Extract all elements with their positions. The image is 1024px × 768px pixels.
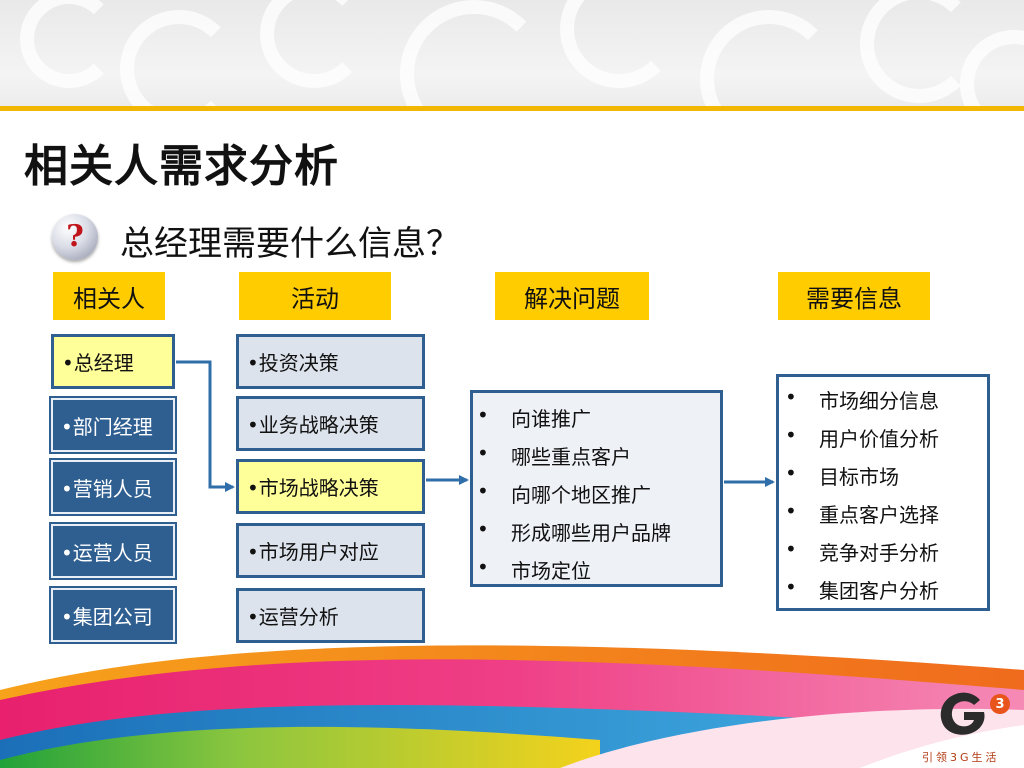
- activity-market-users: •市场用户对应: [236, 523, 425, 578]
- stakeholder-general-manager: •总经理: [51, 334, 175, 389]
- activity-operation-analysis: •运营分析: [236, 588, 425, 643]
- problems-box: •向谁推广 •哪些重点客户 •向哪个地区推广 •形成哪些用户品牌 •市场定位: [470, 390, 723, 587]
- divider: [0, 106, 1024, 111]
- logo-slogan: 引领3G生活: [922, 751, 1000, 764]
- arrow-stakeholder-to-activity: [176, 360, 235, 492]
- header-stakeholders: 相关人: [53, 272, 165, 320]
- slide-title: 相关人需求分析: [24, 141, 339, 192]
- logo-badge: 3: [990, 694, 1010, 714]
- header-activities: 活动: [239, 272, 391, 320]
- stakeholder-dept-manager: •部门经理: [51, 398, 175, 452]
- stakeholder-group-company: •集团公司: [51, 588, 175, 642]
- slide-subtitle: 总经理需要什么信息？: [120, 224, 460, 264]
- g3-logo-icon: [940, 692, 985, 735]
- bottom-wave-decoration: [0, 645, 1024, 768]
- activity-market-strategy: •市场战略决策: [236, 459, 425, 514]
- stakeholder-operations: •运营人员: [51, 524, 175, 578]
- header-info: 需要信息: [778, 272, 930, 320]
- activity-business-strategy: •业务战略决策: [236, 396, 425, 451]
- stakeholder-marketing: •营销人员: [51, 460, 175, 514]
- header-band: [0, 0, 1024, 108]
- question-mark-icon: ?: [52, 214, 98, 260]
- activity-investment: •投资决策: [236, 334, 425, 389]
- header-problems: 解决问题: [495, 272, 649, 320]
- info-box: •市场细分信息 •用户价值分析 •目标市场 •重点客户选择 •竞争对手分析 •集…: [776, 374, 990, 611]
